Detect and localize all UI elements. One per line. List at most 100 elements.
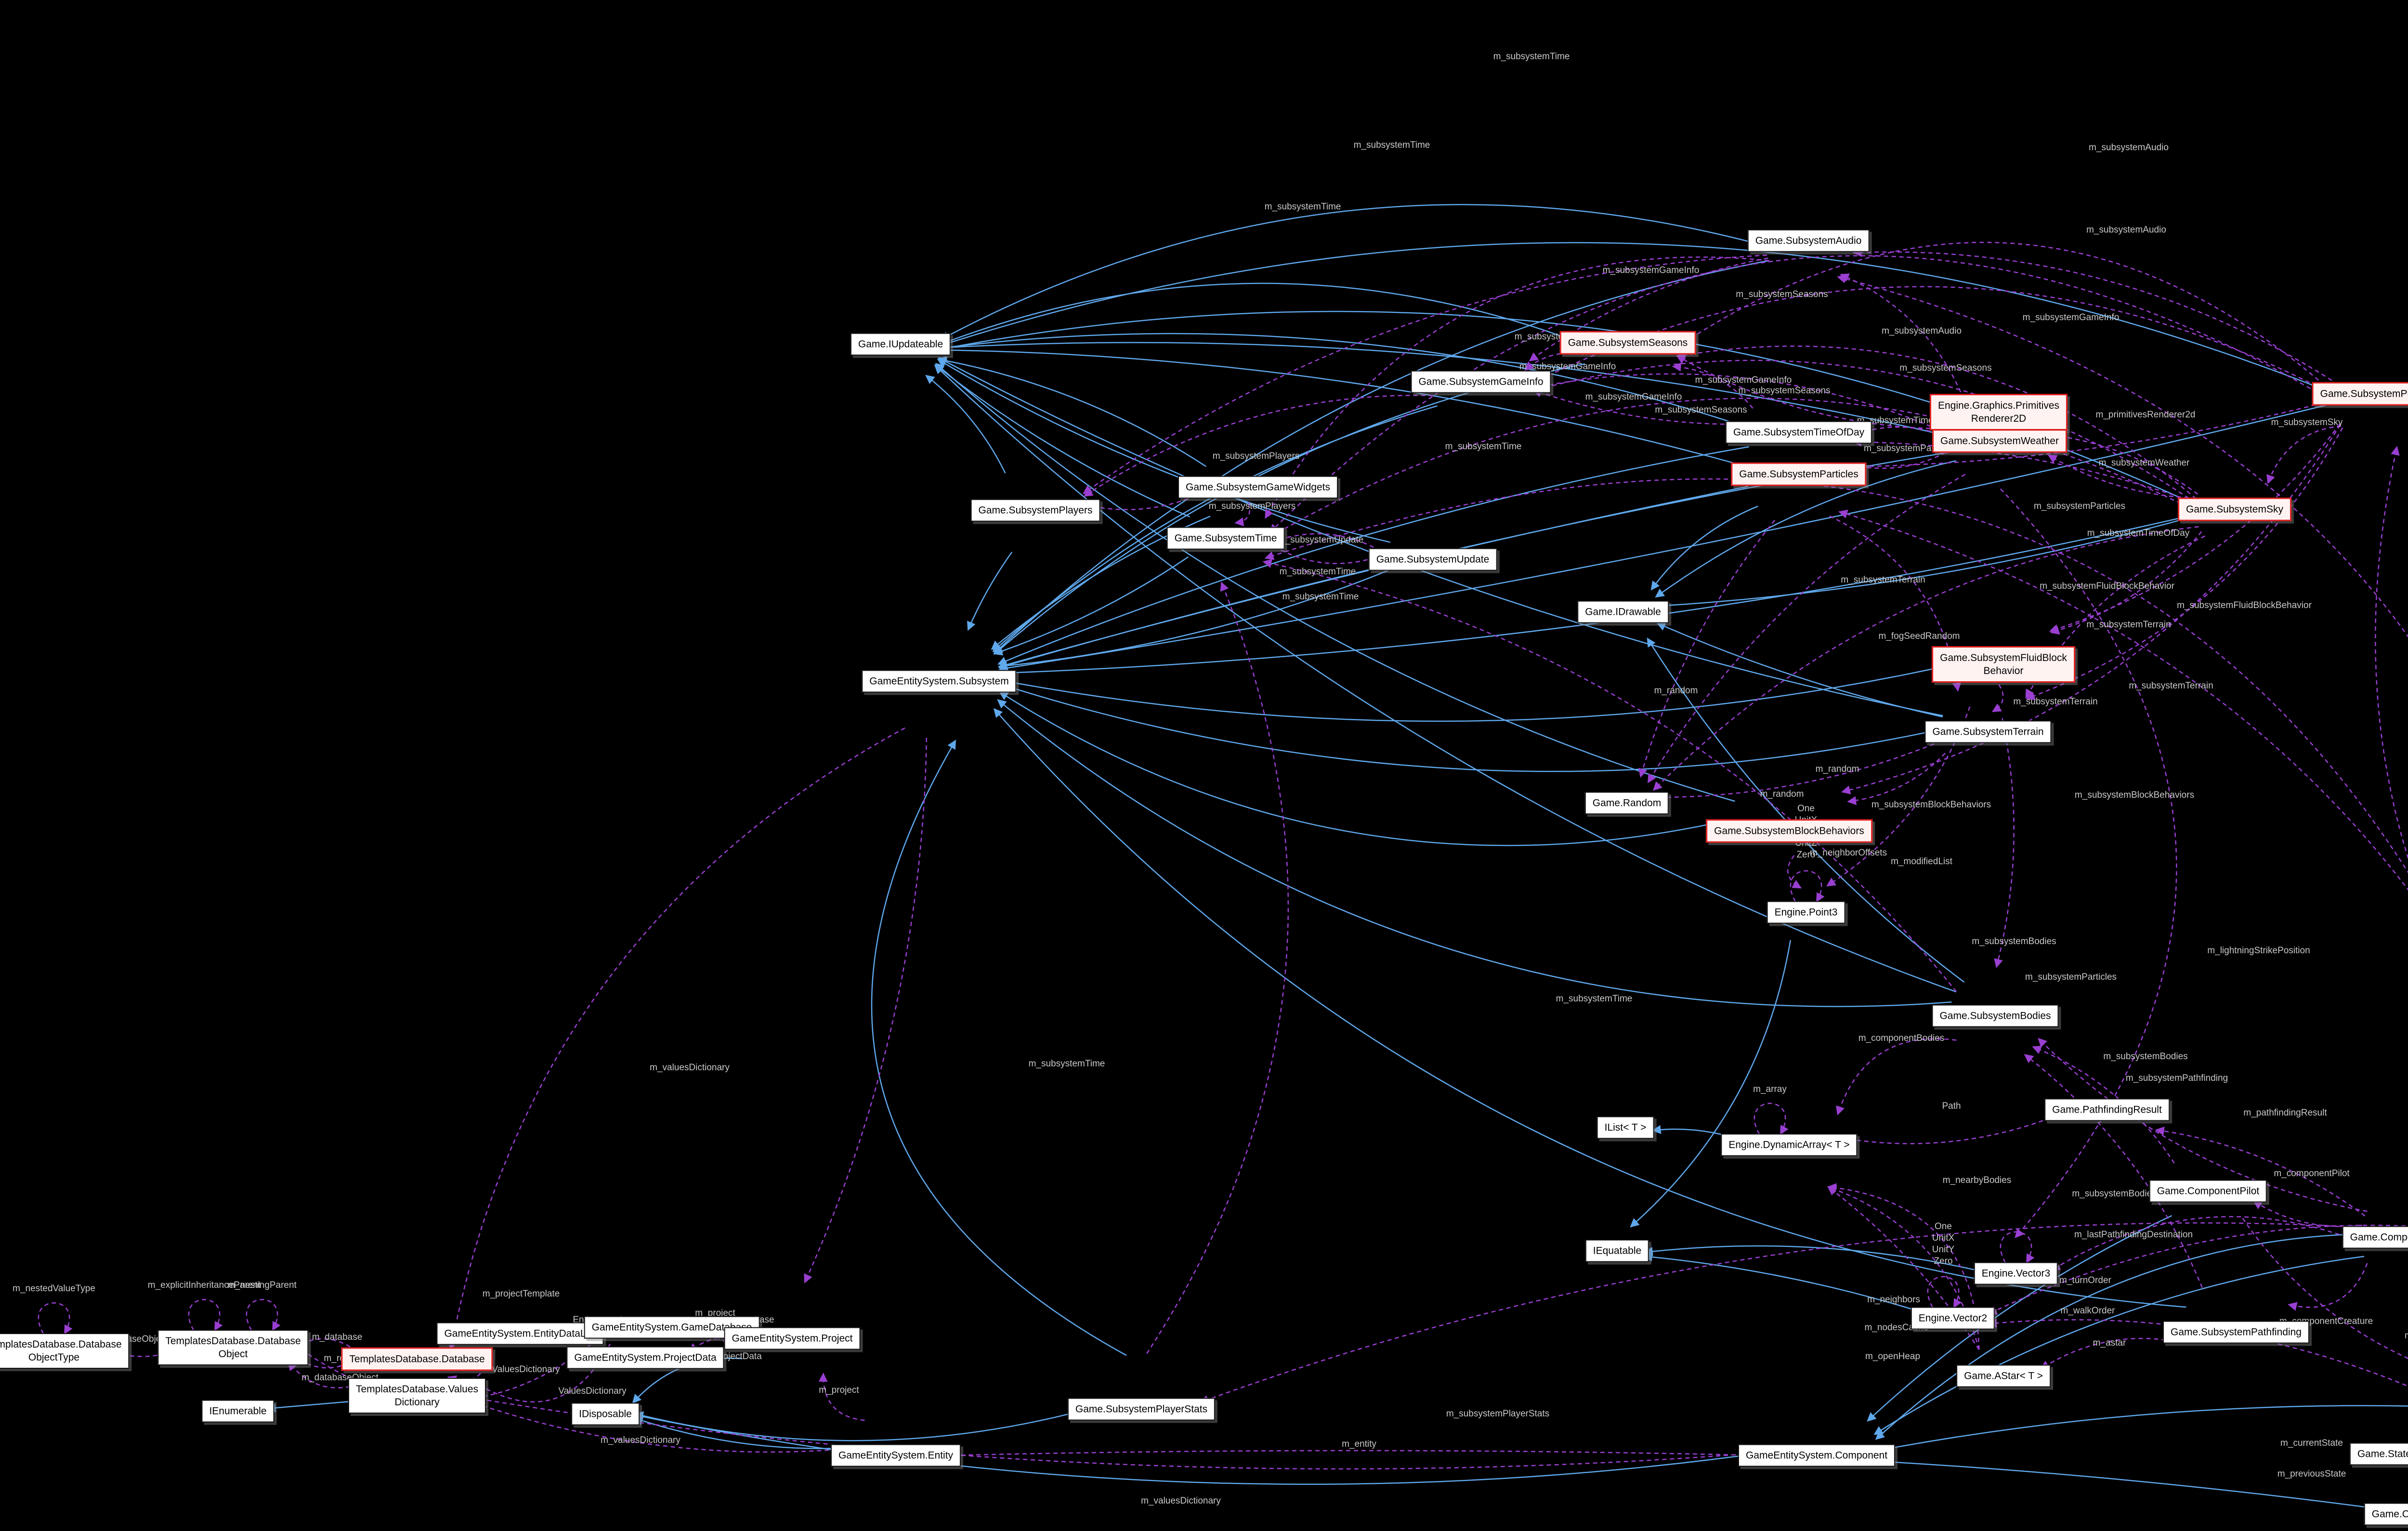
edge-bodies-gesSub <box>997 699 1952 1007</box>
edge-summon-gesComp <box>1875 1233 2408 1440</box>
edge-timeofday-gameinfo <box>1532 388 1748 425</box>
edge-label: m_project <box>819 1385 859 1395</box>
edge-point3-iequat <box>1630 940 1792 1228</box>
edge-label: m_subsystemBodies <box>1972 936 2056 947</box>
node-terrain[interactable]: Game.SubsystemTerrain <box>1924 720 2052 743</box>
node-rend2d[interactable]: Engine.Graphics.Primitives Renderer2D <box>1929 394 2068 430</box>
node-blockbeh[interactable]: Game.SubsystemBlockBehaviors <box>1706 819 1872 843</box>
node-gesComp[interactable]: GameEntitySystem.Component <box>1738 1444 1896 1467</box>
node-spath[interactable]: Game.SubsystemPathfinding <box>2163 1321 2309 1344</box>
edge-gesComp-entity <box>950 1450 1759 1460</box>
node-point3[interactable]: Engine.Point3 <box>1767 901 1845 924</box>
node-cpath[interactable]: Game.ComponentPathfinding <box>2342 1226 2408 1249</box>
edge-sky-seasons <box>1675 345 2197 500</box>
edge-pickables-fluid <box>2049 423 2341 633</box>
node-tdb[interactable]: TemplatesDatabase.Database <box>341 1347 493 1371</box>
edge-pickables-seasons <box>1677 242 2331 391</box>
edge-blockbeh-iupd <box>935 363 1735 802</box>
node-iupd[interactable]: Game.IUpdateable <box>850 333 951 356</box>
edge-label: m_componentBodies <box>1858 1033 1945 1043</box>
node-supdate[interactable]: Game.SubsystemUpdate <box>1368 548 1497 571</box>
node-random[interactable]: Game.Random <box>1584 791 1669 815</box>
node-gameinfo[interactable]: Game.SubsystemGameInfo <box>1411 370 1551 393</box>
edge-label: m_lastPathfindingDestination <box>2074 1230 2193 1240</box>
edge-label: m_subsystemTime <box>1282 592 1359 602</box>
edge-label: m_componentPilot <box>2274 1168 2350 1179</box>
edge-particles-idraw <box>1650 506 1758 591</box>
node-ienum[interactable]: IEnumerable <box>201 1400 275 1423</box>
node-iequat[interactable]: IEquatable <box>1585 1239 1649 1262</box>
node-pickables[interactable]: Game.SubsystemPickables <box>2312 382 2408 406</box>
node-idraw[interactable]: Game.IDrawable <box>1577 600 1669 623</box>
node-dbobj[interactable]: TemplatesDatabase.Database Object <box>157 1330 309 1365</box>
edge-creature-gesComp <box>1877 1405 2408 1453</box>
edge-summon-vec2 <box>1988 1224 2408 1315</box>
edge-label: m_subsystemSeasons <box>1655 405 1747 415</box>
node-bodies[interactable]: Game.SubsystemBodies <box>1932 1004 2059 1027</box>
node-seasons[interactable]: Game.SubsystemSeasons <box>1559 331 1696 355</box>
node-particles[interactable]: Game.SubsystemParticles <box>1731 462 1867 486</box>
edge-astar-dynarr <box>1827 1186 1980 1350</box>
edge-bodies-time <box>1262 559 1957 992</box>
edge-cpath-pilot <box>2252 1200 2362 1227</box>
edge-label: m_openHeap <box>1865 1351 1921 1362</box>
node-timeofday[interactable]: Game.SubsystemTimeOfDay <box>1725 421 1872 444</box>
edge-players-gesSub <box>967 551 1013 631</box>
node-pstats[interactable]: Game.SubsystemPlayerStats <box>1067 1398 1216 1421</box>
edge-cbehavior-gesComp <box>1877 1457 2384 1510</box>
edge-label: m_subsystemFluidBlockBehavior <box>2177 600 2312 610</box>
node-idisp[interactable]: IDisposable <box>571 1402 640 1426</box>
node-time[interactable]: Game.SubsystemTime <box>1166 527 1285 550</box>
edge-supdate-iupd <box>937 359 1391 543</box>
edge-label: m_subsystemSeasons <box>1899 363 1992 373</box>
edge-entity-valdict <box>473 1401 845 1453</box>
edge-time-gesSub <box>993 556 1189 656</box>
node-dynarr[interactable]: Engine.DynamicArray< T > <box>1721 1133 1858 1156</box>
edge-pickables-gameinfo <box>1533 286 2330 394</box>
node-vec3[interactable]: Engine.Vector3 <box>1974 1262 2058 1285</box>
edge-label: One UnitX UnitY Zero <box>1932 1221 1955 1266</box>
self-loop-dbobj <box>188 1299 223 1331</box>
node-players[interactable]: Game.SubsystemPlayers <box>970 499 1100 522</box>
edge-players-iupd <box>925 375 1006 474</box>
node-audio[interactable]: Game.SubsystemAudio <box>1747 229 1870 252</box>
node-pilot[interactable]: Game.ComponentPilot <box>2149 1180 2267 1203</box>
node-dbotype[interactable]: TemplatesDatabase.Database ObjectType <box>0 1333 130 1369</box>
node-vec2[interactable]: Engine.Vector2 <box>1911 1307 1995 1330</box>
edge-seasons-gameinfo <box>1524 352 1584 371</box>
node-edlist[interactable]: GameEntitySystem.EntityDataList <box>436 1322 604 1345</box>
edge-label: m_subsystemGameInfo <box>1602 265 1700 275</box>
node-entity[interactable]: GameEntitySystem.Entity <box>830 1444 961 1467</box>
edge-label: m_subsystemBodies <box>2103 1051 2188 1062</box>
edge-time-supdate <box>1267 542 1386 564</box>
node-ilist[interactable]: IList< T > <box>1597 1116 1654 1139</box>
edge-fluid-terrain <box>1991 684 2004 713</box>
edge-sky-timeofday <box>1852 437 2196 503</box>
edge-pickables-blockbeh <box>1841 424 2341 794</box>
edge-label: m_subsystemTime <box>1028 1059 1105 1069</box>
edge-cpath-vec3 <box>2051 1216 2361 1271</box>
node-weather[interactable]: Game.SubsystemWeather <box>1932 429 2067 453</box>
edge-label: m_valuesDictionary <box>1141 1496 1221 1506</box>
edge-label: m_currentState <box>2280 1438 2343 1448</box>
node-fluid[interactable]: Game.SubsystemFluidBlock Behavior <box>1932 646 2075 683</box>
edge-summon-time <box>1264 478 2408 874</box>
node-sky[interactable]: Game.SubsystemSky <box>2178 497 2291 521</box>
node-cbehavior[interactable]: Game.ComponentBehavior <box>2364 1503 2408 1526</box>
edge-pilot-gesComp <box>1867 1215 2172 1422</box>
edge-bodies-dynarr <box>1836 1038 1957 1116</box>
edge-pickables-particles <box>1852 400 2331 471</box>
edge-label: Path <box>1942 1101 1961 1111</box>
node-pdata[interactable]: GameEntitySystem.ProjectData <box>566 1346 724 1369</box>
node-widgets[interactable]: Game.SubsystemGameWidgets <box>1178 476 1338 499</box>
node-astar[interactable]: Game.AStar< T > <box>1956 1364 2051 1388</box>
edge-label: m_subsystemTime <box>1556 994 1633 1004</box>
edge-terrain-idraw <box>1656 622 1943 718</box>
node-project[interactable]: GameEntitySystem.Project <box>724 1327 861 1350</box>
node-valdict[interactable]: TemplatesDatabase.Values Dictionary <box>348 1378 486 1414</box>
node-pfres[interactable]: Game.PathfindingResult <box>2044 1098 2170 1121</box>
edge-summon-pstats <box>1199 1222 2408 1404</box>
edge-label: m_nestingParent <box>227 1280 297 1290</box>
node-gesSub[interactable]: GameEntitySystem.Subsystem <box>862 670 1017 693</box>
node-smstate[interactable]: Game.StateMachine.State <box>2349 1442 2408 1466</box>
